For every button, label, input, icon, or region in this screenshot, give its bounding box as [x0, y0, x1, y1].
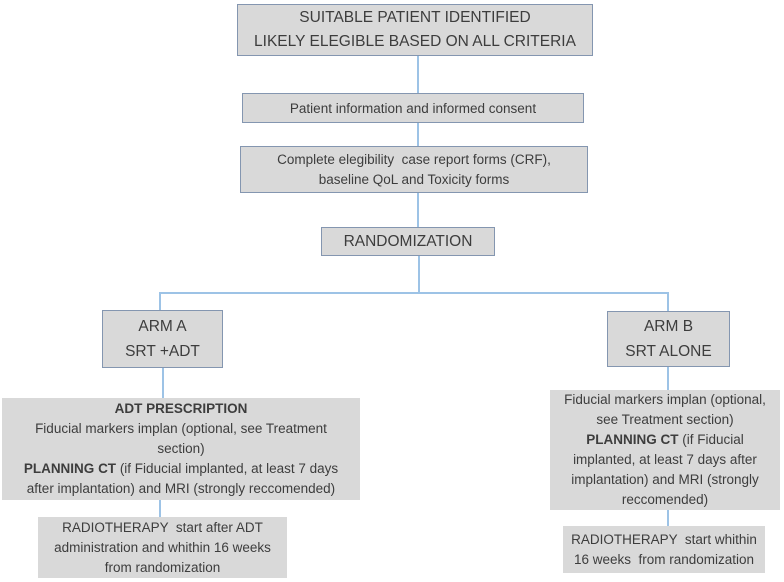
arm-a-radiotherapy-line3: from randomization [104, 559, 221, 575]
eligibility-crf-box: Complete elegibility case report forms (… [240, 146, 588, 193]
arm-a-detail-line: after implantation) and MRI (strongly re… [26, 481, 336, 496]
eligibility-crf-line1: Complete elegibility case report forms (… [277, 151, 551, 167]
arm-a-title: ARM A [138, 318, 187, 335]
connector-arm-b-to-detail [667, 367, 669, 390]
arm-b-detail-box: Fiducial markers implan (optional, see T… [550, 390, 780, 510]
arm-b-radiotherapy-line1: RADIOTHERAPY start whithin [571, 531, 757, 547]
arm-a-detail-line: ADT PRESCRIPTION [114, 401, 248, 416]
eligibility-crf-line2: baseline QoL and Toxicity forms [318, 171, 510, 187]
connector-crf-to-randomization [417, 193, 419, 227]
randomization-box: RANDOMIZATION [321, 227, 495, 256]
arm-b-detail-line: see Treatment section) [596, 412, 734, 427]
arm-a-radiotherapy-line2: administration and whithin 16 weeks [54, 539, 271, 555]
connector-randomization-to-branch [418, 256, 420, 293]
arm-b-radiotherapy-box: RADIOTHERAPY start whithin 16 weeks from… [563, 526, 765, 573]
arm-b-detail-line: implanted, at least 7 days after [573, 452, 757, 467]
arm-a-subtitle: SRT +ADT [125, 343, 200, 360]
arm-b-detail-line: PLANNING CT (if Fiducial [586, 432, 744, 447]
arm-a-radiotherapy-box: RADIOTHERAPY start after ADT administrat… [38, 517, 287, 578]
connector-arm-b-detail-to-rt [667, 510, 669, 526]
arm-b-detail-line: implantation) and MRI (strongly [571, 472, 759, 487]
informed-consent-box: Patient information and informed consent [242, 93, 584, 123]
suitable-patient-line1: SUITABLE PATIENT IDENTIFIED [299, 9, 531, 26]
arm-b-subtitle: SRT ALONE [625, 343, 712, 360]
arm-b-title: ARM B [643, 318, 694, 335]
arm-b-detail-line: Fiducial markers implan (optional, [564, 392, 766, 407]
connector-arm-a-to-detail [162, 368, 164, 398]
suitable-patient-line2: LIKELY ELEGIBLE BASED ON ALL CRITERIA [254, 33, 576, 50]
randomization-label: RANDOMIZATION [343, 232, 473, 250]
connector-branch-to-arm-a [159, 292, 161, 311]
arm-b-detail-line: reccomended) [621, 492, 709, 507]
arm-a-box: ARM A SRT +ADT [102, 310, 223, 368]
informed-consent-text: Patient information and informed consent [289, 100, 537, 116]
connector-branch-horizontal [159, 292, 669, 294]
connector-branch-to-arm-b [667, 292, 669, 312]
arm-b-radiotherapy-line2: 16 weeks from randomization [573, 551, 755, 567]
arm-b-box: ARM B SRT ALONE [607, 311, 730, 367]
arm-a-detail-line: Fiducial markers implan (optional, see T… [35, 421, 327, 436]
arm-a-detail-line: section) [157, 441, 205, 456]
arm-a-detail-line: PLANNING CT (if Fiducial implanted, at l… [23, 461, 339, 476]
connector-top-to-consent [417, 56, 419, 93]
suitable-patient-box: SUITABLE PATIENT IDENTIFIED LIKELY ELEGI… [237, 4, 593, 56]
connector-consent-to-crf [417, 123, 419, 147]
arm-a-radiotherapy-line1: RADIOTHERAPY start after ADT [62, 519, 263, 535]
arm-a-detail-box: ADT PRESCRIPTION Fiducial markers implan… [2, 398, 360, 500]
connector-arm-a-detail-to-rt [159, 500, 161, 517]
